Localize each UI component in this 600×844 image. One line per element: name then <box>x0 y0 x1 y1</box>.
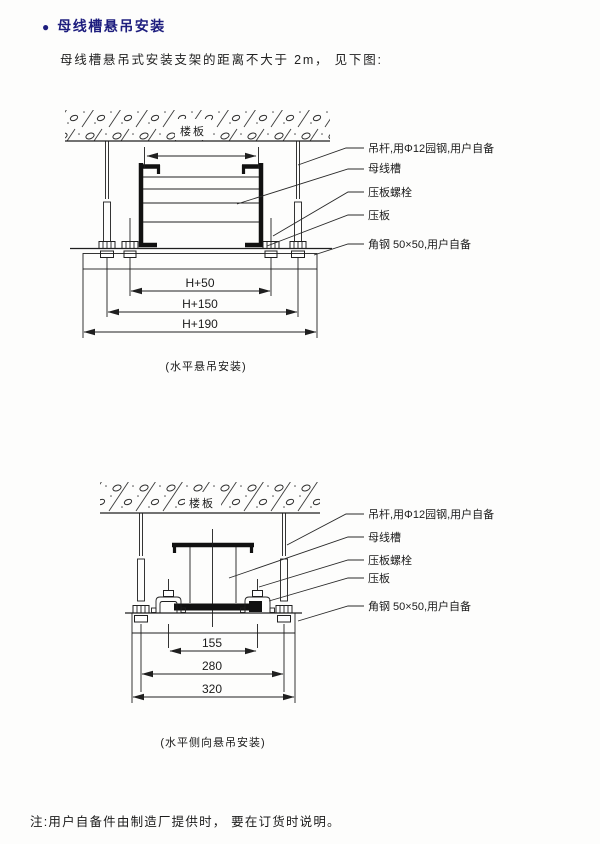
dimension-320: 320 <box>132 682 295 701</box>
label-clamp: 压板 <box>368 208 390 222</box>
clamp-bolt-right <box>262 218 280 258</box>
footer-note: 注:用户自备件由制造厂提供时， 要在订货时说明。 <box>30 815 341 829</box>
intro-text: 母线槽悬吊式安装支架的距离不大于 2m， 见下图: <box>60 53 383 67</box>
hanger-rod-left <box>98 141 116 258</box>
section-title-text: 母线槽悬吊安装 <box>57 18 166 34</box>
busway-channel <box>138 163 264 248</box>
label-busway: 母线槽 <box>368 530 401 544</box>
diagram1-caption: (水平悬吊安装) <box>165 359 246 373</box>
dimension-h50: H+50 <box>130 276 271 295</box>
diagram2-caption: (水平侧向悬吊安装) <box>160 735 265 749</box>
angle-steel <box>70 247 332 270</box>
bullet-icon: ● <box>42 20 50 34</box>
clamp-left <box>151 579 186 613</box>
label-angle-steel: 角钢 50×50,用户自备 <box>368 599 471 613</box>
label-hanger-rod: 吊杆,用Φ12园钢,用户自备 <box>368 507 494 521</box>
svg-text:H+150: H+150 <box>182 297 218 311</box>
channel-width-arrow <box>144 147 259 168</box>
clamp-bolt-left <box>121 218 139 258</box>
dimension-155: 155 <box>169 636 257 655</box>
hanger-rod-left <box>132 513 150 623</box>
svg-text:320: 320 <box>202 682 222 696</box>
ceiling-slab: 楼板 <box>65 110 330 142</box>
label-clamp-bolt: 压板螺栓 <box>368 553 412 567</box>
diagram-lateral-suspension: 楼板 <box>100 482 494 749</box>
label-hanger-rod: 吊杆,用Φ12园钢,用户自备 <box>368 141 494 155</box>
leader-lines <box>228 513 364 622</box>
svg-text:H+190: H+190 <box>182 317 218 331</box>
svg-text:280: 280 <box>202 659 222 673</box>
label-clamp-bolt: 压板螺栓 <box>368 185 412 199</box>
diagram-horizontal-suspension: 楼板 <box>65 110 494 373</box>
label-busway: 母线槽 <box>368 161 401 175</box>
leader-lines <box>236 147 364 256</box>
extension-lines <box>82 258 318 338</box>
dimension-h150: H+150 <box>107 297 298 316</box>
hanger-rod-right <box>275 513 293 623</box>
ceiling-slab: 楼板 <box>100 482 320 514</box>
extension-lines <box>140 624 285 692</box>
svg-text:155: 155 <box>202 636 222 650</box>
busway-side <box>172 529 254 627</box>
dimension-280: 280 <box>141 659 284 678</box>
dimension-h190: H+190 <box>83 317 317 336</box>
label-angle-steel: 角钢 50×50,用户自备 <box>368 237 471 251</box>
section-title: ● 母线槽悬吊安装 <box>42 16 166 36</box>
clamp-right <box>240 579 275 613</box>
slab-label: 楼板 <box>189 496 215 510</box>
label-clamp: 压板 <box>368 571 390 585</box>
slab-label: 楼板 <box>180 124 206 138</box>
hanger-rod-right <box>289 141 307 258</box>
svg-text:H+50: H+50 <box>185 276 214 290</box>
angle-steel <box>125 612 302 703</box>
